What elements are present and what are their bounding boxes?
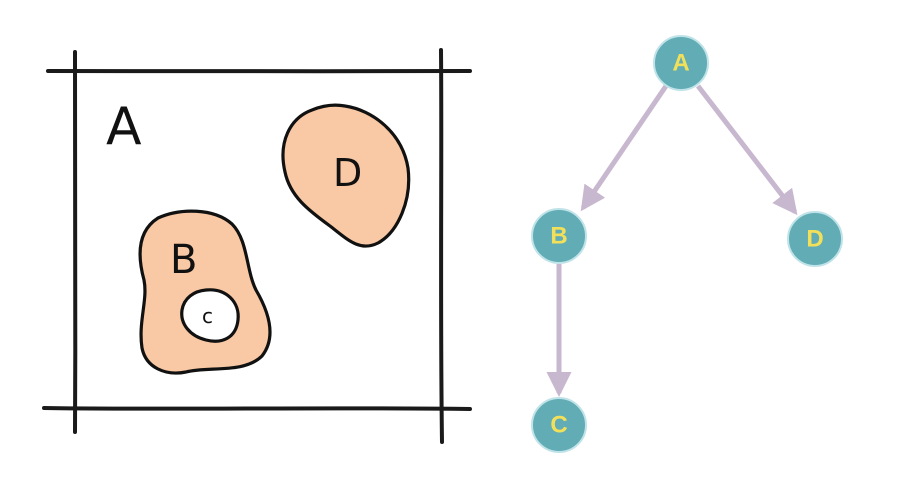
node-d-label: D [806,225,823,252]
tree-node-c: C [531,397,587,453]
node-d-circle [787,211,843,267]
node-c-circle [531,397,587,453]
node-b-circle [531,208,587,264]
tree-node-a: A [653,35,709,91]
edge-a-to-b [580,84,669,212]
region-c: c [180,288,240,343]
region-c-label: c [202,304,213,328]
outer-set-label: A [106,97,142,157]
tree-edges [546,84,798,398]
edge-a-to-d [696,84,798,216]
region-d: D [281,103,411,248]
node-a-circle [653,35,709,91]
frame-left-line [72,50,78,434]
region-d-blob [281,103,411,248]
region-b: B c [138,209,272,375]
node-a-label: A [672,49,689,76]
node-b-label: B [550,222,567,249]
node-c-label: C [550,411,567,438]
outer-frame [42,48,472,444]
region-b-label: B [170,237,197,283]
tree-diagram: A B D C [531,35,843,453]
tree-node-d: D [787,211,843,267]
frame-bottom-line [42,406,472,411]
region-c-blob [180,288,240,343]
frame-right-line [439,48,444,444]
tree-node-b: B [531,208,587,264]
frame-top-line [46,68,472,74]
region-d-label: D [333,151,362,195]
set-sketch: A D B c [42,48,472,444]
